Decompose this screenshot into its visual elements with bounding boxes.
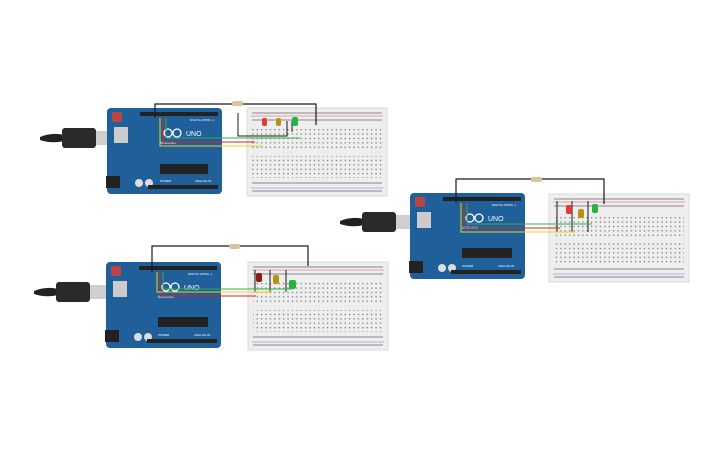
resistor-icon[interactable] [531,177,542,182]
breadboard-holes [252,112,382,192]
power-header-label: POWER [462,264,474,268]
led-green-3[interactable] [592,204,598,213]
resistor-icon[interactable] [232,101,243,106]
breadboard-3[interactable] [548,193,690,283]
led-yellow-3[interactable] [578,209,584,218]
arduino-logo-icon [465,213,484,223]
board-model-label: UNO [186,131,202,138]
arduino-logo-icon [163,128,182,138]
circuit-1[interactable]: UNO ARDUINO DIGITAL (PWM ~) ANALOG IN PO… [40,101,388,197]
usb-cable-icon[interactable] [340,212,413,232]
led-red-2[interactable] [256,273,262,282]
circuit-2[interactable]: UNO ARDUINO DIGITAL (PWM ~) ANALOG IN PO… [34,244,389,351]
analog-header-label: ANALOG IN [195,179,211,183]
analog-header-label: ANALOG IN [498,264,514,268]
circuit-3[interactable]: UNO ARDUINO DIGITAL (PWM ~) ANALOG IN PO… [340,177,690,283]
breadboard-holes [554,198,684,278]
led-green-2[interactable] [289,280,296,289]
digital-header-label: DIGITAL (PWM ~) [188,272,212,276]
power-header-label: POWER [158,333,170,337]
usb-cable-icon[interactable] [34,282,108,302]
arduino-board-1[interactable]: UNO ARDUINO DIGITAL (PWM ~) ANALOG IN PO… [106,108,222,194]
breadboard-1[interactable] [246,107,388,197]
usb-cable-icon[interactable] [40,128,112,148]
power-header-label: POWER [160,179,172,183]
breadboard-2[interactable] [247,261,389,351]
arduino-logo-icon [161,282,180,292]
digital-header-label: DIGITAL (PWM ~) [190,118,214,122]
led-yellow-2[interactable] [273,275,279,284]
arduino-board-3[interactable]: UNO ARDUINO DIGITAL (PWM ~) ANALOG IN PO… [409,193,525,279]
resistor-icon[interactable] [229,244,240,249]
board-model-label: UNO [488,216,504,223]
wires-3 [455,178,605,233]
led-red-3[interactable] [566,205,572,214]
led-green-1[interactable] [292,117,298,126]
led-yellow-1[interactable] [276,118,281,126]
digital-header-label: DIGITAL (PWM ~) [492,203,516,207]
board-brand-label: ARDUINO [158,295,174,299]
analog-header-label: ANALOG IN [194,333,210,337]
led-red-1[interactable] [262,118,267,126]
board-brand-label: ARDUINO [160,141,176,145]
